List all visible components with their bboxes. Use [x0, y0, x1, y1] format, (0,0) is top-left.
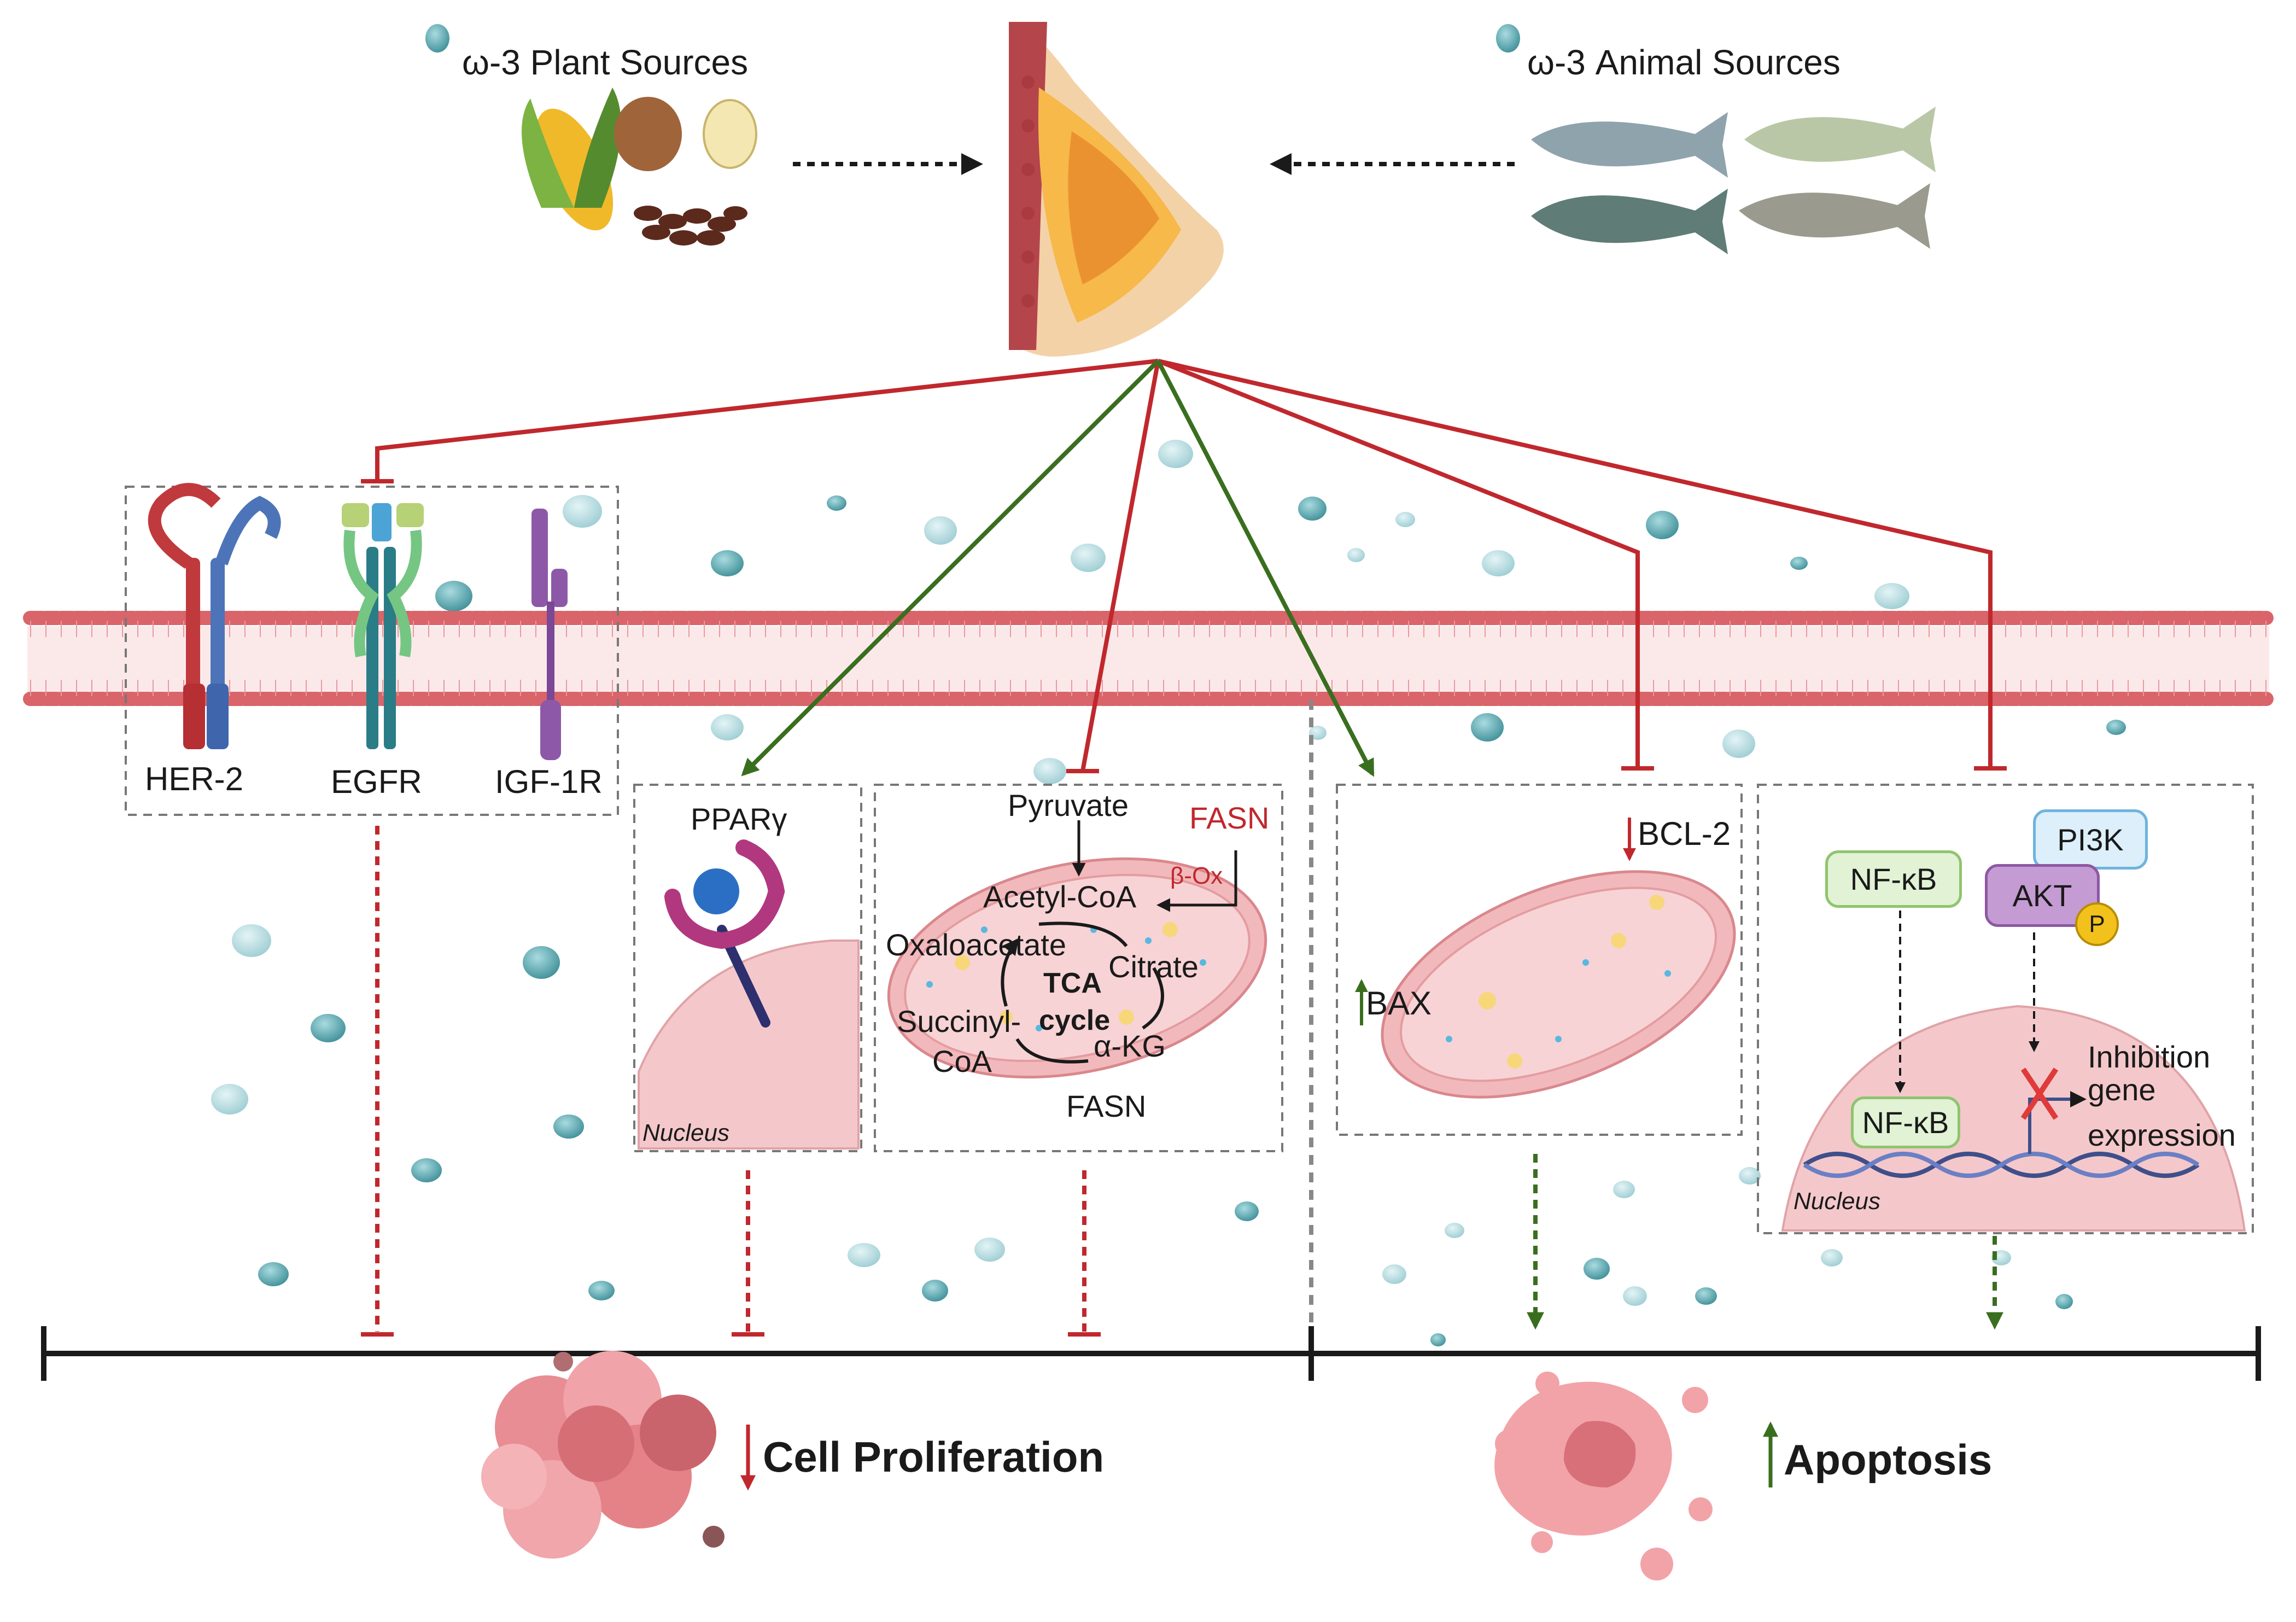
pyruvate-label: Pyruvate: [1008, 788, 1129, 822]
signaling-nucleus-label: Nucleus: [1793, 1188, 1880, 1215]
cycle-label: cycle: [1039, 1005, 1111, 1036]
cell-proliferation-label: Cell Proliferation: [763, 1433, 1105, 1481]
receptor-egfr-label: EGFR: [331, 763, 422, 800]
her2-receptor: [148, 483, 281, 749]
inhibition-label-1: Inhibition: [2088, 1040, 2211, 1074]
beta-ox-label: β-Ox: [1170, 862, 1223, 889]
activation-paths: [741, 359, 1375, 777]
akg-label: α-KG: [1094, 1029, 1166, 1063]
beta-ox-arrow: [1156, 850, 1237, 912]
nfkb-nucleus-pill: NF-κB: [1851, 1096, 1960, 1148]
inhibition-label-2: gene: [2088, 1072, 2156, 1107]
igf1r-receptor: [531, 509, 568, 760]
ppar-nucleus: [638, 940, 860, 1150]
coa-label: CoA: [932, 1044, 992, 1078]
bcl2-label: BCL-2: [1638, 815, 1731, 852]
ppar-ligand: [693, 868, 739, 914]
ppar-receptor: [664, 839, 785, 949]
nfkb-cytoplasm-pill: NF-κB: [1825, 850, 1962, 908]
oxaloacetate-label: Oxaloacetate: [886, 927, 1066, 962]
panel-frames: [125, 486, 2254, 1234]
inhibition-label-3: expression: [2088, 1118, 2236, 1152]
inhibition-paths: [361, 359, 2007, 773]
plant-food-icons: [522, 87, 757, 246]
citrate-label: Citrate: [1108, 949, 1199, 984]
ppar-nucleus-label: Nucleus: [642, 1119, 729, 1146]
omega3-droplets: [211, 24, 2126, 1346]
outcome-timeline-bar: [41, 1326, 2261, 1381]
apoptosis-activation-paths: [1527, 1154, 2003, 1330]
gene-promoter-arrow: [2028, 1091, 2087, 1154]
dna-strand-2: [1803, 1152, 2200, 1178]
egfr-receptor: [342, 503, 424, 749]
bax-label: BAX: [1366, 985, 1432, 1022]
apoptosis-label: Apoptosis: [1784, 1436, 1993, 1484]
pi3k-pill: PI3K: [2033, 809, 2148, 870]
proliferation-inhibition-paths: [375, 826, 1086, 1332]
akt-pill: AKT: [1985, 864, 2100, 927]
phosphate-badge: P: [2075, 902, 2119, 946]
tca-label: TCA: [1043, 967, 1102, 999]
fasn-bottom-label: FASN: [1066, 1089, 1147, 1123]
mitochondrion-tca: [887, 857, 1267, 1079]
acetyl-coa-label: Acetyl-CoA: [983, 879, 1137, 914]
plant-sources-label: ω-3 Plant Sources: [462, 43, 749, 82]
fasn-top-label: FASN: [1189, 801, 1270, 835]
fish-icons: [1531, 107, 1936, 254]
apoptosis-mitochondrion: [1381, 870, 1736, 1099]
breast-tissue-illustration: [1009, 22, 1224, 357]
receptor-her2-label: HER-2: [145, 761, 244, 797]
apoptotic-cell-illustration: [1494, 1372, 1713, 1580]
ppar-label: PPARγ: [691, 802, 787, 836]
animal-sources-label: ω-3 Animal Sources: [1527, 43, 1841, 82]
inhibition-x-mark: [2020, 1067, 2059, 1120]
succinyl-label: Succinyl-: [897, 1004, 1021, 1038]
receptor-igf1r-label: IGF-1R: [495, 763, 603, 800]
proliferating-cells-illustration: [481, 1351, 725, 1559]
